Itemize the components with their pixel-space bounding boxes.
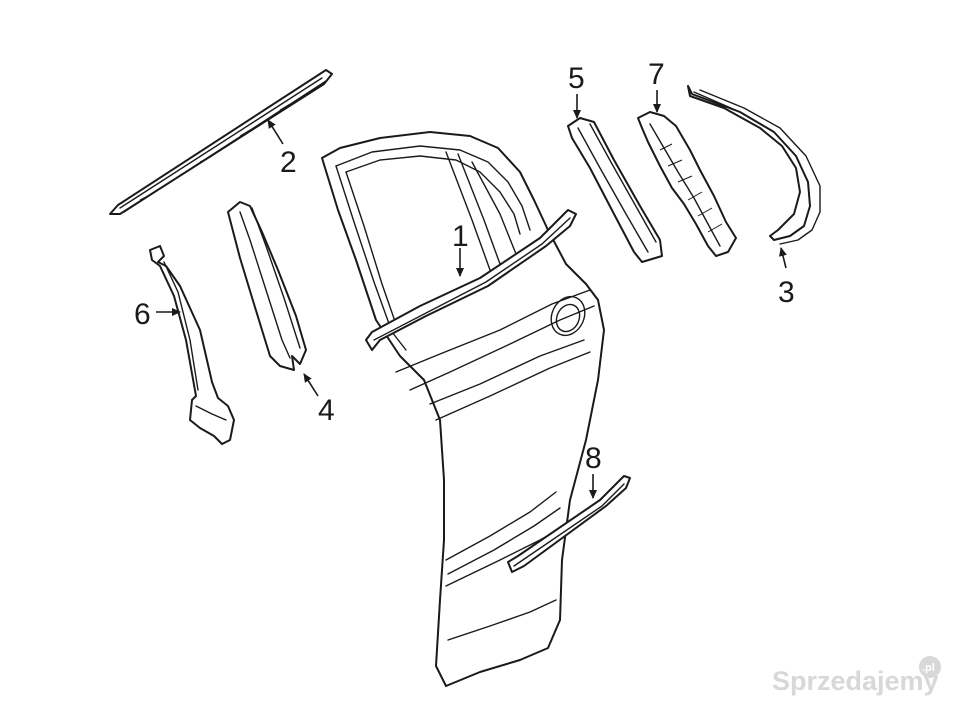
callout-4-leader <box>303 373 319 397</box>
callout-7-label: 7 <box>648 58 665 91</box>
callout-8-label: 8 <box>585 442 602 475</box>
callout-3-label: 3 <box>778 276 795 309</box>
callout-3-leader <box>779 247 787 269</box>
callout-2-label: 2 <box>280 146 297 179</box>
callout-1-label: 1 <box>452 220 469 253</box>
watermark-text: Sprzedajemy <box>772 666 939 696</box>
callout-labels: 1 2 3 4 5 6 7 8 <box>134 58 795 475</box>
callout-leaders <box>156 90 787 499</box>
callout-2-leader <box>267 119 284 145</box>
part-4-channel-trim <box>227 201 307 371</box>
callout-4-label: 4 <box>318 394 335 427</box>
part-2-belt-strip <box>109 69 333 215</box>
part-3-corner-molding <box>687 85 821 245</box>
part-7-seal-bracket <box>637 111 737 257</box>
callout-6-label: 6 <box>134 298 151 331</box>
watermark: Sprzedajemy .pl <box>772 656 941 696</box>
watermark-badge-icon <box>919 656 941 678</box>
callout-5-label: 5 <box>568 62 585 95</box>
watermark-badge-text: .pl <box>922 662 935 674</box>
part-8-lower-molding <box>507 475 631 573</box>
part-1-belt-molding <box>365 209 577 351</box>
part-5-channel-trim <box>567 117 663 263</box>
part-6-window-guide <box>149 245 235 445</box>
